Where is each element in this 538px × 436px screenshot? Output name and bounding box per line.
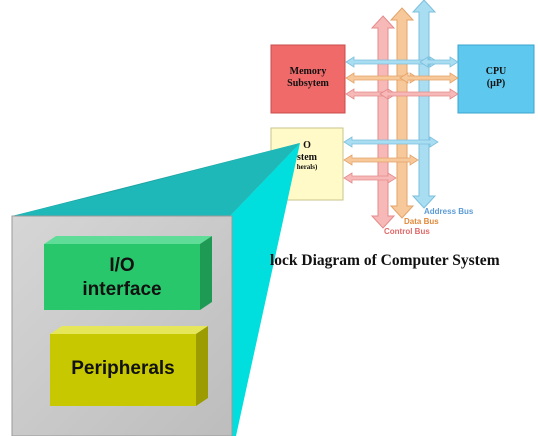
control-bus-label: Control Bus — [384, 227, 430, 236]
zoom-projection-side — [230, 143, 300, 436]
io-label-line3: herals) — [296, 163, 318, 171]
control-bus-arrow — [370, 15, 396, 229]
peripherals-box — [50, 334, 196, 406]
data-bus-arrow — [389, 7, 415, 219]
io-label-line1: O — [303, 140, 311, 151]
memory-subsystem-box — [270, 44, 346, 114]
io-interface-box-side — [200, 236, 212, 310]
io-interface-label: I/O interface — [44, 254, 200, 302]
io-label-line2: stem — [297, 151, 317, 163]
io-interface-box — [44, 244, 200, 310]
memory-label: Memory Subsytem — [271, 66, 345, 89]
cpu-label-line2: (µP) — [486, 77, 506, 89]
cpu-label-line1: CPU — [485, 66, 507, 77]
zoom-projection-top-face — [12, 143, 300, 216]
io-interface-label-line1: I/O — [109, 255, 135, 276]
memory-label-line1: Memory — [289, 66, 327, 77]
peripherals-box-side — [196, 326, 208, 406]
io-bus-links — [343, 136, 439, 184]
address-bus-arrow — [411, 0, 437, 209]
peripherals-box-top — [50, 326, 208, 334]
cpu-label: CPU (µP) — [458, 66, 534, 89]
cpu-bus-links — [379, 56, 459, 100]
diagram-caption: lock Diagram of Computer System — [270, 252, 500, 269]
io-interface-label-line2: interface — [82, 278, 162, 300]
memory-label-line2: Subsytem — [287, 77, 329, 89]
peripherals-label: Peripherals — [71, 358, 175, 379]
io-interface-box-top — [44, 236, 212, 244]
io-label: O stem herals) — [271, 140, 343, 171]
cpu-box — [457, 44, 535, 114]
address-bus-label: Address Bus — [424, 207, 474, 216]
data-bus-label: Data Bus — [404, 217, 439, 226]
